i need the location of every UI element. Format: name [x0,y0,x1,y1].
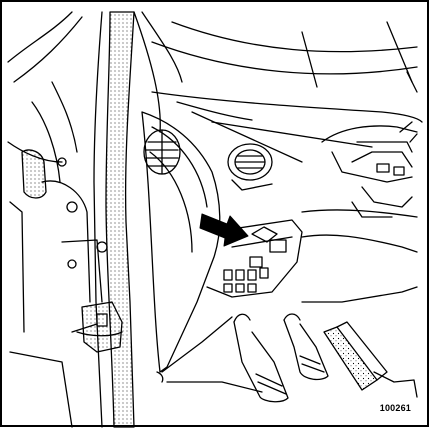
footwell [156,286,418,393]
figure-reference-code: 100261 [379,403,411,413]
lower-fascia [206,209,418,298]
brake-pedal [283,313,329,381]
pointer-arrow [199,213,249,247]
side-trim-panel [141,111,221,373]
door-frame [7,11,123,428]
upper-dashboard [151,21,423,163]
clutch-pedal [233,313,289,403]
instrument-cluster [321,121,418,218]
accelerator-pedal [323,321,418,398]
door-hinge [21,149,108,269]
fuse-box-slots [223,267,269,293]
a-pillar [93,11,183,428]
centre-air-vent [227,143,273,191]
side-air-vent [143,129,181,175]
